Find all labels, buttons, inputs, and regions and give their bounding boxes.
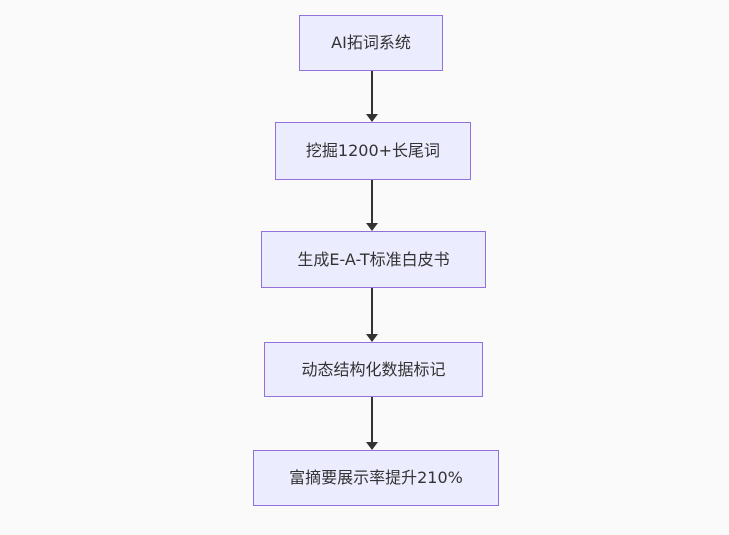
arrow-line [371, 397, 373, 444]
flow-arrow-2 [366, 180, 378, 231]
flow-node-mine-longtail-keywords: 挖掘1200+长尾词 [275, 122, 471, 180]
flow-node-label: 富摘要展示率提升210% [289, 468, 463, 488]
arrow-head-icon [366, 442, 378, 450]
flow-node-label: 动态结构化数据标记 [301, 359, 446, 379]
arrow-head-icon [366, 334, 378, 342]
flow-arrow-3 [366, 288, 378, 342]
arrow-line [371, 288, 373, 336]
arrow-head-icon [366, 223, 378, 231]
flow-arrow-4 [366, 397, 378, 450]
flow-node-dynamic-structured-data-markup: 动态结构化数据标记 [264, 342, 483, 397]
flow-node-label: 生成E-A-T标准白皮书 [297, 249, 450, 269]
flow-node-label: AI拓词系统 [331, 33, 411, 53]
arrow-line [371, 180, 373, 225]
arrow-line [371, 71, 373, 116]
flow-node-rich-snippet-rate-increase: 富摘要展示率提升210% [253, 450, 499, 506]
flow-arrow-1 [366, 71, 378, 122]
flow-node-label: 挖掘1200+长尾词 [305, 141, 441, 161]
flow-node-ai-word-expansion-system: AI拓词系统 [299, 15, 443, 71]
arrow-head-icon [366, 114, 378, 122]
flow-node-generate-eat-whitepaper: 生成E-A-T标准白皮书 [261, 231, 486, 288]
